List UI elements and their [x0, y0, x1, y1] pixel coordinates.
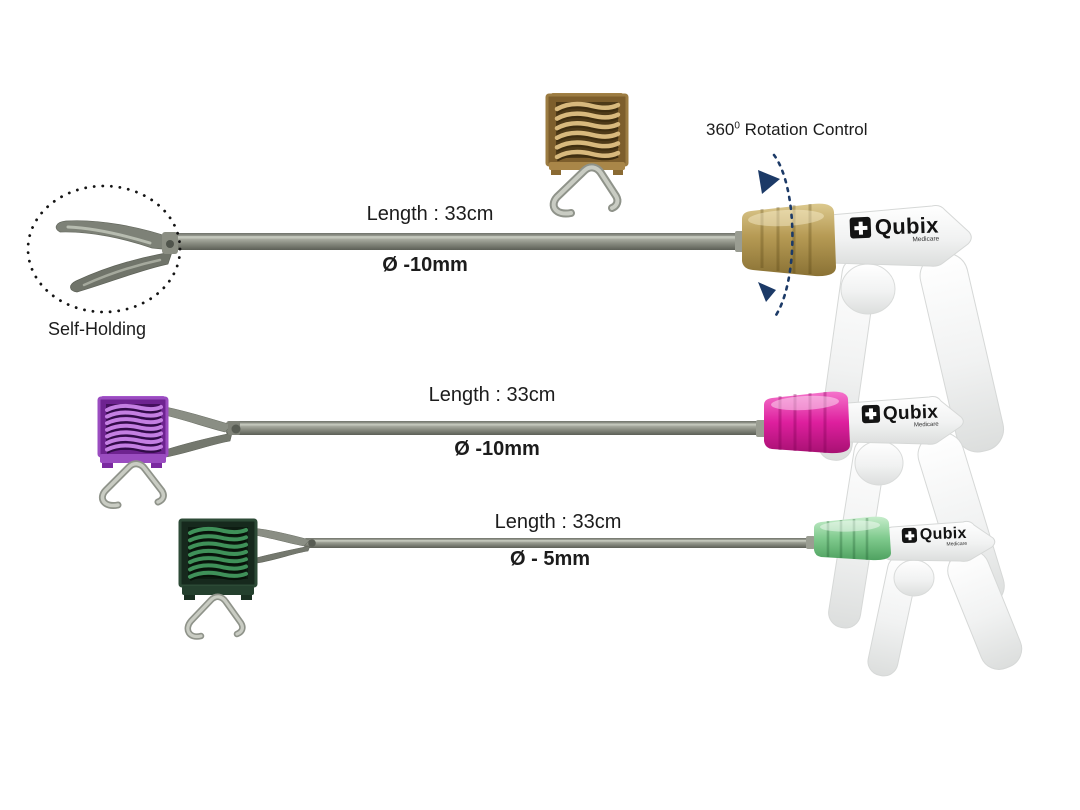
- pivot-knuckle: [854, 440, 904, 486]
- rotation-knob-magenta: [764, 391, 850, 454]
- knob-body: [814, 516, 891, 561]
- diameter-label-bottom: Ø - 5mm: [509, 548, 591, 570]
- knob-sheen: [748, 209, 824, 227]
- knob-sheen: [820, 520, 880, 532]
- qubix-plus-icon: [861, 404, 881, 424]
- cartridge-foot: [241, 595, 252, 600]
- cartridge-foot: [551, 170, 561, 175]
- pivot-knuckle: [840, 263, 896, 315]
- brand-logo-top: Qubix Medicare: [849, 212, 940, 246]
- instrument-top-gold: [55, 203, 1005, 461]
- length-label-top: Length : 33cm: [366, 203, 494, 225]
- length-label-middle: Length : 33cm: [428, 384, 556, 406]
- single-clip-gold-area: [549, 163, 622, 218]
- cartridge-foot: [102, 463, 113, 468]
- purple-clip-cartridge: [97, 396, 169, 468]
- brand-subtitle: Medicare: [913, 421, 939, 429]
- jaw-hinge-pin: [308, 539, 316, 547]
- diameter-label-top: Ø -10mm: [382, 254, 468, 276]
- jaw-lower-prong: [160, 432, 233, 458]
- jaw-lower-prong: [70, 251, 173, 293]
- rotation-arrowhead-top: [758, 170, 780, 194]
- self-holding-dotted-circle: [26, 184, 182, 314]
- cartridge-foot: [184, 595, 195, 600]
- brand-name: Qubix: [882, 401, 939, 425]
- rotation-knob-green: [814, 516, 891, 561]
- length-label-bottom: Length : 33cm: [494, 511, 622, 533]
- shaft: [304, 538, 820, 548]
- jaw-lower-highlight: [82, 258, 162, 287]
- pivot-knuckle: [893, 559, 935, 597]
- rotation-arrowhead-bottom: [758, 282, 776, 302]
- rotation-dashed-arc: [772, 153, 794, 320]
- jaw: [152, 405, 241, 458]
- rotation-label-suffix: Rotation Control: [744, 120, 868, 139]
- clip-highlight: [551, 165, 620, 216]
- shaft-collar: [756, 420, 766, 437]
- rotation-label-degree: 0: [734, 120, 740, 132]
- knob-body: [764, 391, 850, 454]
- shaft-highlight: [172, 236, 742, 239]
- jaw-hinge-pin: [166, 240, 174, 248]
- shaft: [226, 421, 768, 435]
- rotation-knob-gold: [742, 203, 836, 277]
- brand-subtitle: Medicare: [946, 540, 968, 548]
- cartridge-base: [182, 586, 254, 595]
- shaft-highlight: [308, 540, 816, 542]
- rotation-control-label: 3600 Rotation Control: [706, 120, 868, 140]
- brand-logo-middle: Qubix Medicare: [861, 401, 939, 431]
- jaw-upper-prong: [55, 220, 173, 251]
- rotation-label-number: 360: [706, 120, 735, 139]
- shaft: [168, 233, 746, 250]
- instrument-bottom-green: [245, 516, 1023, 677]
- cartridge-foot: [151, 463, 162, 468]
- brand-subtitle: Medicare: [912, 235, 940, 244]
- knob-sheen: [771, 395, 839, 411]
- self-holding-jaw: [55, 220, 178, 293]
- jaw-hinge-pin: [231, 424, 241, 434]
- self-holding-label: Self-Holding: [48, 319, 147, 339]
- cartridge-foot: [613, 170, 623, 175]
- diameter-label-middle: Ø -10mm: [454, 438, 540, 460]
- cartridge-base: [100, 454, 166, 463]
- green-clip-cartridge: [178, 518, 258, 600]
- clip-highlight: [100, 462, 166, 508]
- single-clip-purple-area: [99, 460, 167, 510]
- jaw-lower-prong: [252, 545, 311, 564]
- qubix-plus-icon: [901, 527, 918, 544]
- rear-grip: [947, 549, 1023, 670]
- clip-highlight: [186, 595, 244, 639]
- jaw-upper-highlight: [66, 225, 152, 245]
- rotation-control-indicator: [758, 153, 794, 320]
- knob-body: [742, 203, 836, 277]
- qubix-plus-icon: [849, 216, 872, 239]
- brand-logo-bottom: Qubix Medicare: [901, 525, 968, 549]
- gold-clip-cartridge: [545, 93, 629, 175]
- single-clip-green-area: [184, 593, 246, 640]
- shaft-highlight: [230, 423, 764, 426]
- shaft-collar: [806, 536, 815, 549]
